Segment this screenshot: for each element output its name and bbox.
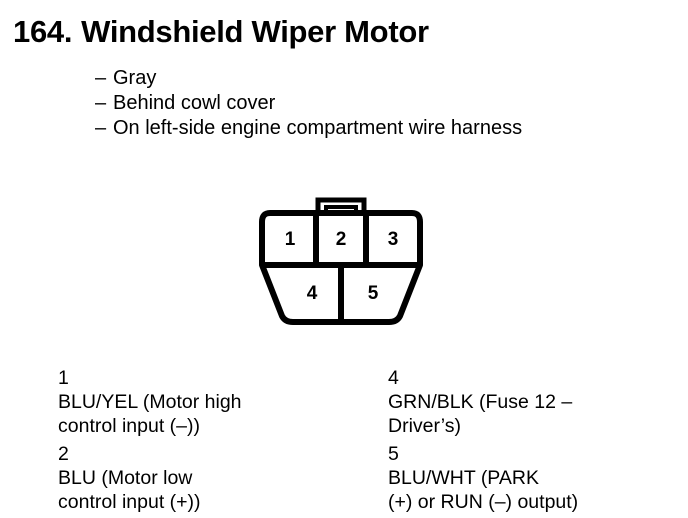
legend-pin-description: BLU/WHT (PARK (+) or RUN (–) output)	[388, 466, 688, 514]
legend-item: 2 BLU (Motor low control input (+))	[58, 442, 378, 514]
note-text: Gray	[113, 67, 157, 89]
bullet-dash-icon: –	[95, 92, 107, 114]
note-item: –Behind cowl cover	[95, 91, 655, 116]
legend-line: BLU (Motor low	[58, 467, 193, 489]
legend-line: control input (+))	[58, 491, 201, 513]
legend-pin-description: BLU/YEL (Motor high control input (–))	[58, 390, 378, 438]
note-item: –Gray	[95, 66, 655, 91]
bullet-dash-icon: –	[95, 117, 107, 139]
pin-label-3: 3	[388, 229, 399, 250]
note-text: On left-side engine compartment wire har…	[113, 117, 523, 139]
connector-svg: 1 2 3 4 5	[259, 197, 423, 325]
legend-line: control input (–))	[58, 415, 200, 437]
legend-line: BLU/WHT (PARK	[388, 467, 539, 489]
legend-pin-description: BLU (Motor low control input (+))	[58, 466, 378, 514]
note-text: Behind cowl cover	[113, 92, 276, 114]
legend-pin-number: 2	[58, 443, 69, 465]
legend-line: BLU/YEL (Motor high	[58, 391, 242, 413]
legend-pin-description: GRN/BLK (Fuse 12 – Driver’s)	[388, 390, 688, 438]
bullet-dash-icon: –	[95, 67, 107, 89]
legend-line: GRN/BLK (Fuse 12 –	[388, 391, 573, 413]
pin-label-4: 4	[307, 283, 318, 304]
connector-diagram: 1 2 3 4 5	[250, 192, 436, 332]
legend-item: 5 BLU/WHT (PARK (+) or RUN (–) output)	[388, 442, 688, 514]
notes-list: –Gray –Behind cowl cover –On left-side e…	[95, 66, 655, 141]
legend-pin-number: 4	[388, 367, 399, 389]
legend-item: 1 BLU/YEL (Motor high control input (–))	[58, 366, 378, 438]
pin-legend-right: 4 GRN/BLK (Fuse 12 – Driver’s) 5 BLU/WHT…	[388, 366, 688, 518]
legend-pin-number: 1	[58, 367, 69, 389]
page-title-text: Windshield Wiper Motor	[81, 14, 429, 49]
latch-tab-outline	[315, 197, 367, 215]
pin-label-5: 5	[368, 283, 379, 304]
pin-legend-left: 1 BLU/YEL (Motor high control input (–))…	[58, 366, 378, 518]
pin-label-2: 2	[336, 229, 347, 250]
pin-label-1: 1	[285, 229, 296, 250]
page-title-number: 164.	[13, 14, 73, 49]
page-title: 164.Windshield Wiper Motor	[13, 16, 429, 47]
legend-pin-number: 5	[388, 443, 399, 465]
legend-item: 4 GRN/BLK (Fuse 12 – Driver’s)	[388, 366, 688, 438]
note-item: –On left-side engine compartment wire ha…	[95, 116, 655, 141]
legend-line: (+) or RUN (–) output)	[388, 491, 579, 513]
legend-line: Driver’s)	[388, 415, 461, 437]
